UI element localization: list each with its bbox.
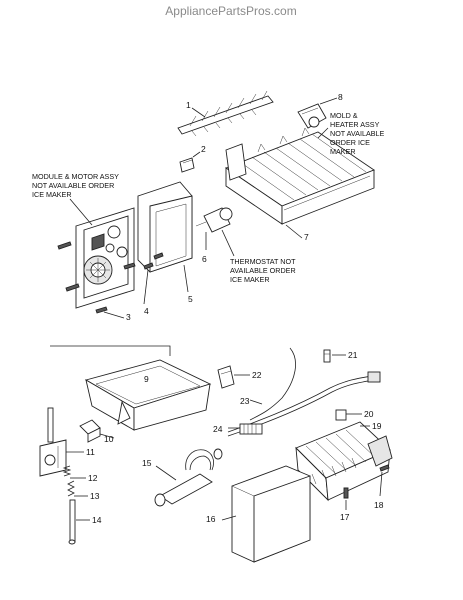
callout-13: 13: [90, 491, 100, 501]
callout-22: 22: [252, 370, 262, 380]
callout-3: 3: [126, 312, 131, 322]
svg-text:THERMOSTAT NOT: THERMOSTAT NOT: [230, 257, 296, 266]
part-4-pins[interactable]: [143, 252, 164, 270]
thermostat-note: THERMOSTAT NOT AVAILABLE ORDER ICE MAKER: [230, 257, 296, 284]
mold-heater-note: MOLD & HEATER ASSY NOT AVAILABLE ORDER I…: [330, 111, 385, 156]
callout-6: 6: [202, 254, 207, 264]
svg-text:MODULE & MOTOR ASSY: MODULE & MOTOR ASSY: [32, 172, 119, 181]
part-13-coil[interactable]: [67, 480, 75, 497]
callout-15: 15: [142, 458, 152, 468]
part-1-ejector-blade[interactable]: [177, 90, 274, 137]
part-21-plug[interactable]: [323, 349, 331, 363]
callout-4: 4: [144, 306, 149, 316]
callout-1: 1: [186, 100, 191, 110]
callout-18: 18: [374, 500, 384, 510]
svg-text:MOLD &: MOLD &: [330, 111, 358, 120]
svg-text:NOT AVAILABLE: NOT AVAILABLE: [330, 129, 385, 138]
module-motor-assembly[interactable]: [75, 207, 135, 309]
callout-8: 8: [338, 92, 343, 102]
part-15-fill-tube[interactable]: [154, 448, 223, 507]
callout-24: 24: [213, 424, 223, 434]
callout-12: 12: [88, 473, 98, 483]
svg-text:MAKER: MAKER: [330, 147, 356, 156]
callout-17: 17: [340, 512, 350, 522]
callout-16: 16: [206, 514, 216, 524]
part-3-screws[interactable]: [57, 241, 136, 314]
callout-20: 20: [364, 409, 374, 419]
part-6-thermostat[interactable]: [195, 207, 233, 233]
callout-7: 7: [304, 232, 309, 242]
part-16-cover[interactable]: [231, 465, 311, 563]
part-5-module-housing[interactable]: [137, 181, 193, 273]
callout-9: 9: [144, 374, 149, 384]
svg-text:ORDER ICE: ORDER ICE: [330, 138, 370, 147]
part-8-bearing[interactable]: [297, 103, 327, 129]
callout-10: 10: [104, 434, 114, 444]
svg-text:HEATER ASSY: HEATER ASSY: [330, 120, 380, 129]
part-20-bushing[interactable]: [335, 409, 347, 421]
part-22-clip[interactable]: [217, 365, 235, 389]
part-11-control-bracket[interactable]: [39, 439, 67, 477]
callout-5: 5: [188, 294, 193, 304]
part-9-ice-bin[interactable]: [84, 359, 212, 431]
callout-23: 23: [240, 396, 250, 406]
callout-21: 21: [348, 350, 358, 360]
callout-14: 14: [92, 515, 102, 525]
module-motor-note: MODULE & MOTOR ASSY NOT AVAILABLE ORDER …: [32, 172, 119, 199]
bracket-outline: [50, 345, 171, 356]
part-12-spring[interactable]: [62, 465, 72, 477]
part-7-mold-heater-assembly[interactable]: [225, 127, 375, 225]
svg-text:AVAILABLE ORDER: AVAILABLE ORDER: [230, 266, 296, 275]
part-10-switch[interactable]: [79, 419, 101, 443]
part-18-screw[interactable]: [379, 464, 390, 472]
part-17-screw[interactable]: [343, 487, 349, 499]
part-14-shaft[interactable]: [47, 407, 76, 545]
site-watermark: AppliancePartsPros.com: [165, 4, 296, 18]
svg-text:ICE MAKER: ICE MAKER: [230, 275, 270, 284]
part-24-connector[interactable]: [239, 423, 263, 435]
part-2-clip[interactable]: [179, 157, 195, 173]
callout-2: 2: [201, 144, 206, 154]
svg-text:NOT AVAILABLE ORDER: NOT AVAILABLE ORDER: [32, 181, 114, 190]
part-19-ice-maker-assembly[interactable]: [295, 421, 393, 502]
callout-11: 11: [86, 447, 95, 457]
callout-19: 19: [372, 421, 382, 431]
svg-text:ICE MAKER: ICE MAKER: [32, 190, 72, 199]
